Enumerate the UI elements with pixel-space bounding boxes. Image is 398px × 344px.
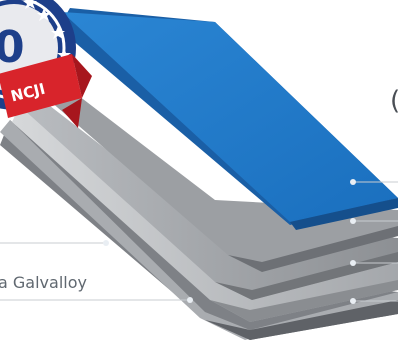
partial-heading: ( (390, 86, 398, 116)
callout-dot-icon (350, 218, 356, 224)
callout-dot-icon (103, 240, 109, 246)
callout-dot-icon (187, 297, 193, 303)
badge-number: 0 (0, 22, 25, 73)
callout-dot-icon (350, 260, 356, 266)
callout-dot-icon (350, 179, 356, 185)
galvalloy-label: a Galvalloy (0, 273, 87, 292)
callout-dot-icon (350, 298, 356, 304)
